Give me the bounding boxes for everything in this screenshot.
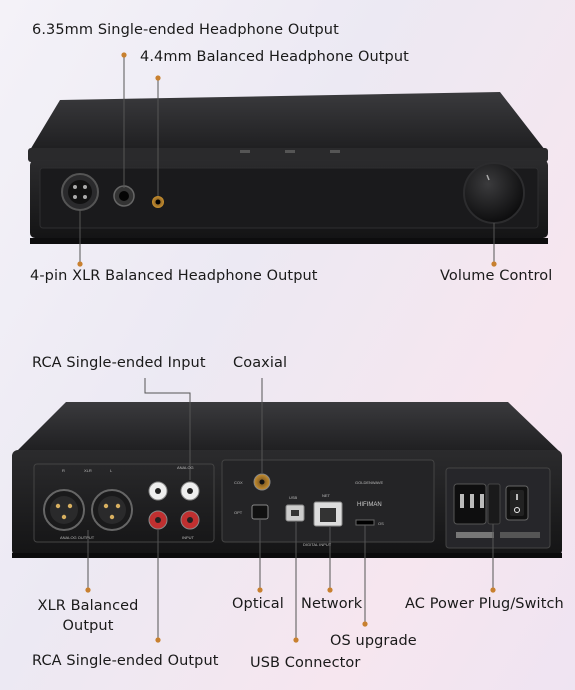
print-input: INPUT [182, 535, 195, 540]
print-net: NET [322, 493, 331, 498]
label-xlr-balanced-output: XLR Balanced Output [28, 596, 148, 636]
print-digital-input: DIGITAL INPUT [303, 542, 332, 547]
label-usb-connector: USB Connector [250, 655, 361, 671]
label-xlr-balanced-line2: Output [62, 618, 114, 634]
print-xlr-r: R [62, 468, 65, 473]
rear-callouts [87, 378, 494, 640]
print-brand: HIFIMAN [357, 502, 382, 508]
print-xlr: XLR [84, 468, 92, 473]
label-coaxial: Coaxial [233, 355, 288, 371]
rear-os-slot [355, 519, 375, 526]
rear-optical-port [251, 504, 269, 520]
label-os-upgrade: OS upgrade [330, 633, 417, 649]
label-xlr-balanced-line1: XLR Balanced [37, 598, 139, 614]
front-callout-dots [77, 52, 497, 267]
print-analog: ANALOG [177, 465, 194, 470]
print-opt: OPT [234, 510, 243, 515]
print-coax: COX [234, 480, 243, 485]
front-device [28, 92, 548, 244]
label-volume-control: Volume Control [440, 268, 553, 284]
rear-device [12, 402, 562, 558]
label-rca-input: RCA Single-ended Input [32, 355, 206, 371]
print-os: OS [378, 521, 384, 526]
label-44-output: 4.4mm Balanced Headphone Output [140, 49, 409, 65]
print-analog-output: ANALOG OUTPUT [60, 535, 95, 540]
rear-callout-dots [85, 587, 496, 643]
print-usb: USB [289, 495, 298, 500]
label-ac-power: AC Power Plug/Switch [405, 596, 564, 612]
label-635-output: 6.35mm Single-ended Headphone Output [32, 22, 339, 38]
volume-knob [463, 162, 525, 224]
print-brand-line: GOLDENWAVE [355, 480, 384, 485]
front-callouts [79, 55, 495, 264]
label-optical: Optical [232, 596, 284, 612]
print-xlr-l: L [110, 468, 113, 473]
label-xlr4-output: 4-pin XLR Balanced Headphone Output [30, 268, 318, 284]
label-rca-output: RCA Single-ended Output [32, 653, 219, 669]
label-network: Network [301, 596, 363, 612]
